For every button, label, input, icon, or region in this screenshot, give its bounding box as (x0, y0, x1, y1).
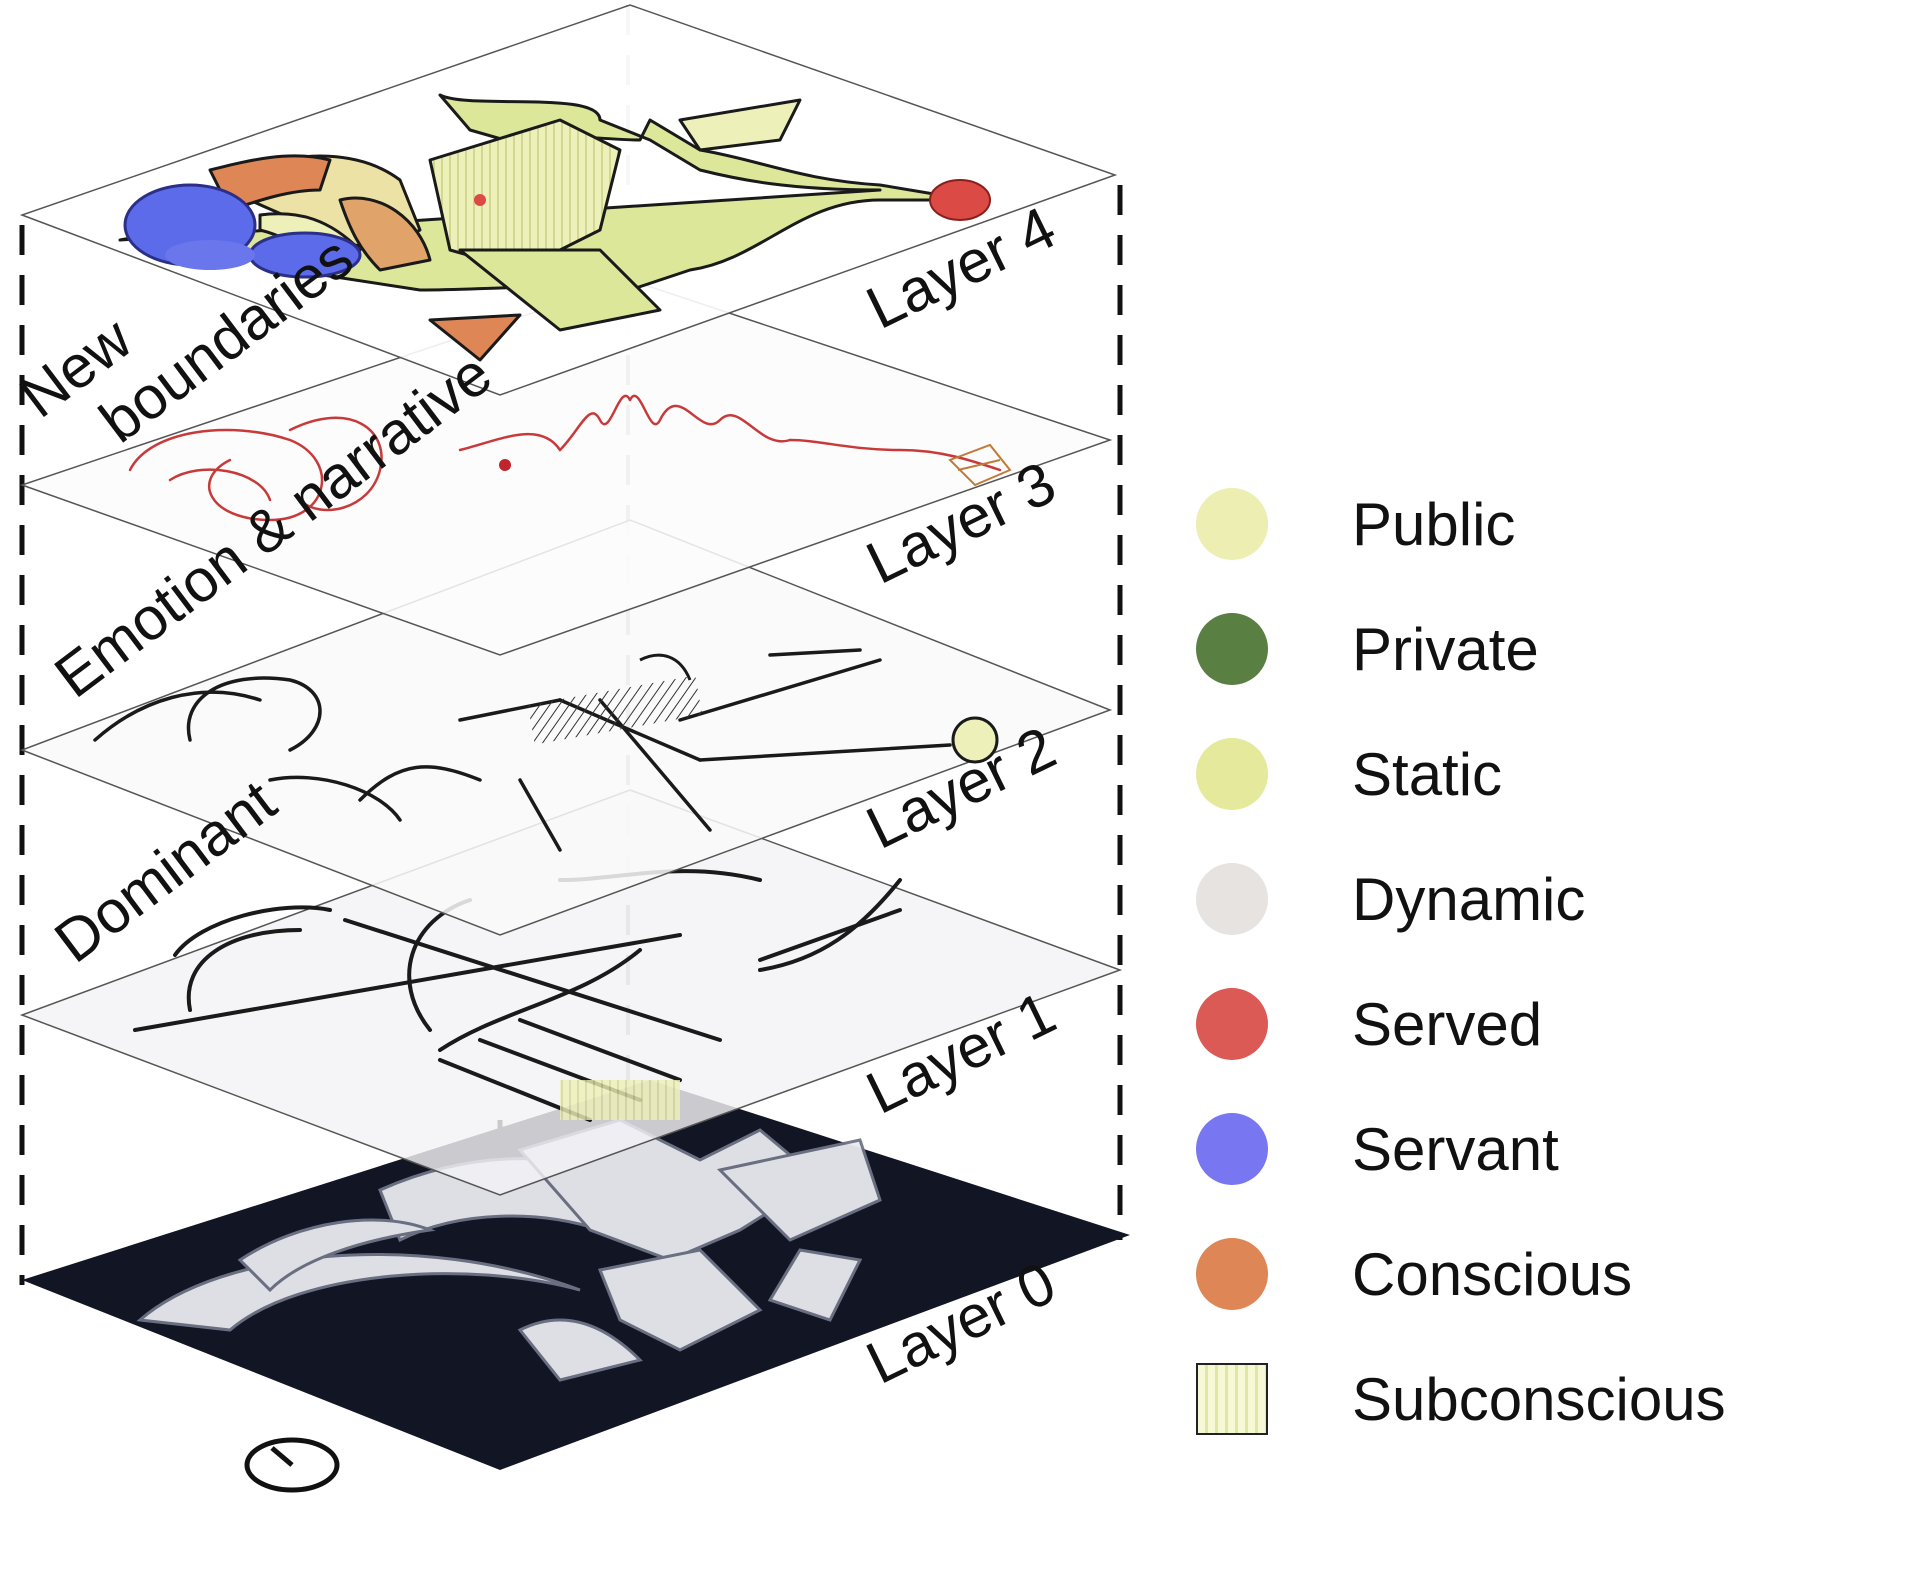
legend: Public Private Static Dynamic Served Ser… (1196, 488, 1876, 1488)
legend-item-dynamic: Dynamic (1196, 863, 1876, 988)
legend-item-public: Public (1196, 488, 1876, 613)
legend-swatch-servant (1196, 1113, 1268, 1185)
legend-item-served: Served (1196, 988, 1876, 1113)
legend-swatch-dynamic (1196, 863, 1268, 935)
legend-label-conscious: Conscious (1352, 1240, 1632, 1310)
legend-swatch-served (1196, 988, 1268, 1060)
legend-item-private: Private (1196, 613, 1876, 738)
legend-label-dynamic: Dynamic (1352, 865, 1585, 935)
legend-swatch-private (1196, 613, 1268, 685)
legend-swatch-conscious (1196, 1238, 1268, 1310)
legend-item-static: Static (1196, 738, 1876, 863)
legend-label-servant: Servant (1352, 1115, 1559, 1185)
legend-label-static: Static (1352, 740, 1502, 810)
legend-item-conscious: Conscious (1196, 1238, 1876, 1363)
legend-swatch-static (1196, 738, 1268, 810)
legend-label-private: Private (1352, 615, 1539, 685)
legend-swatch-subconscious (1196, 1363, 1268, 1435)
legend-swatch-public (1196, 488, 1268, 560)
legend-item-subconscious: Subconscious (1196, 1363, 1876, 1488)
legend-label-served: Served (1352, 990, 1542, 1060)
legend-item-servant: Servant (1196, 1113, 1876, 1238)
legend-label-public: Public (1352, 490, 1515, 560)
clock-icon (247, 1440, 337, 1490)
legend-label-subconscious: Subconscious (1352, 1365, 1726, 1435)
